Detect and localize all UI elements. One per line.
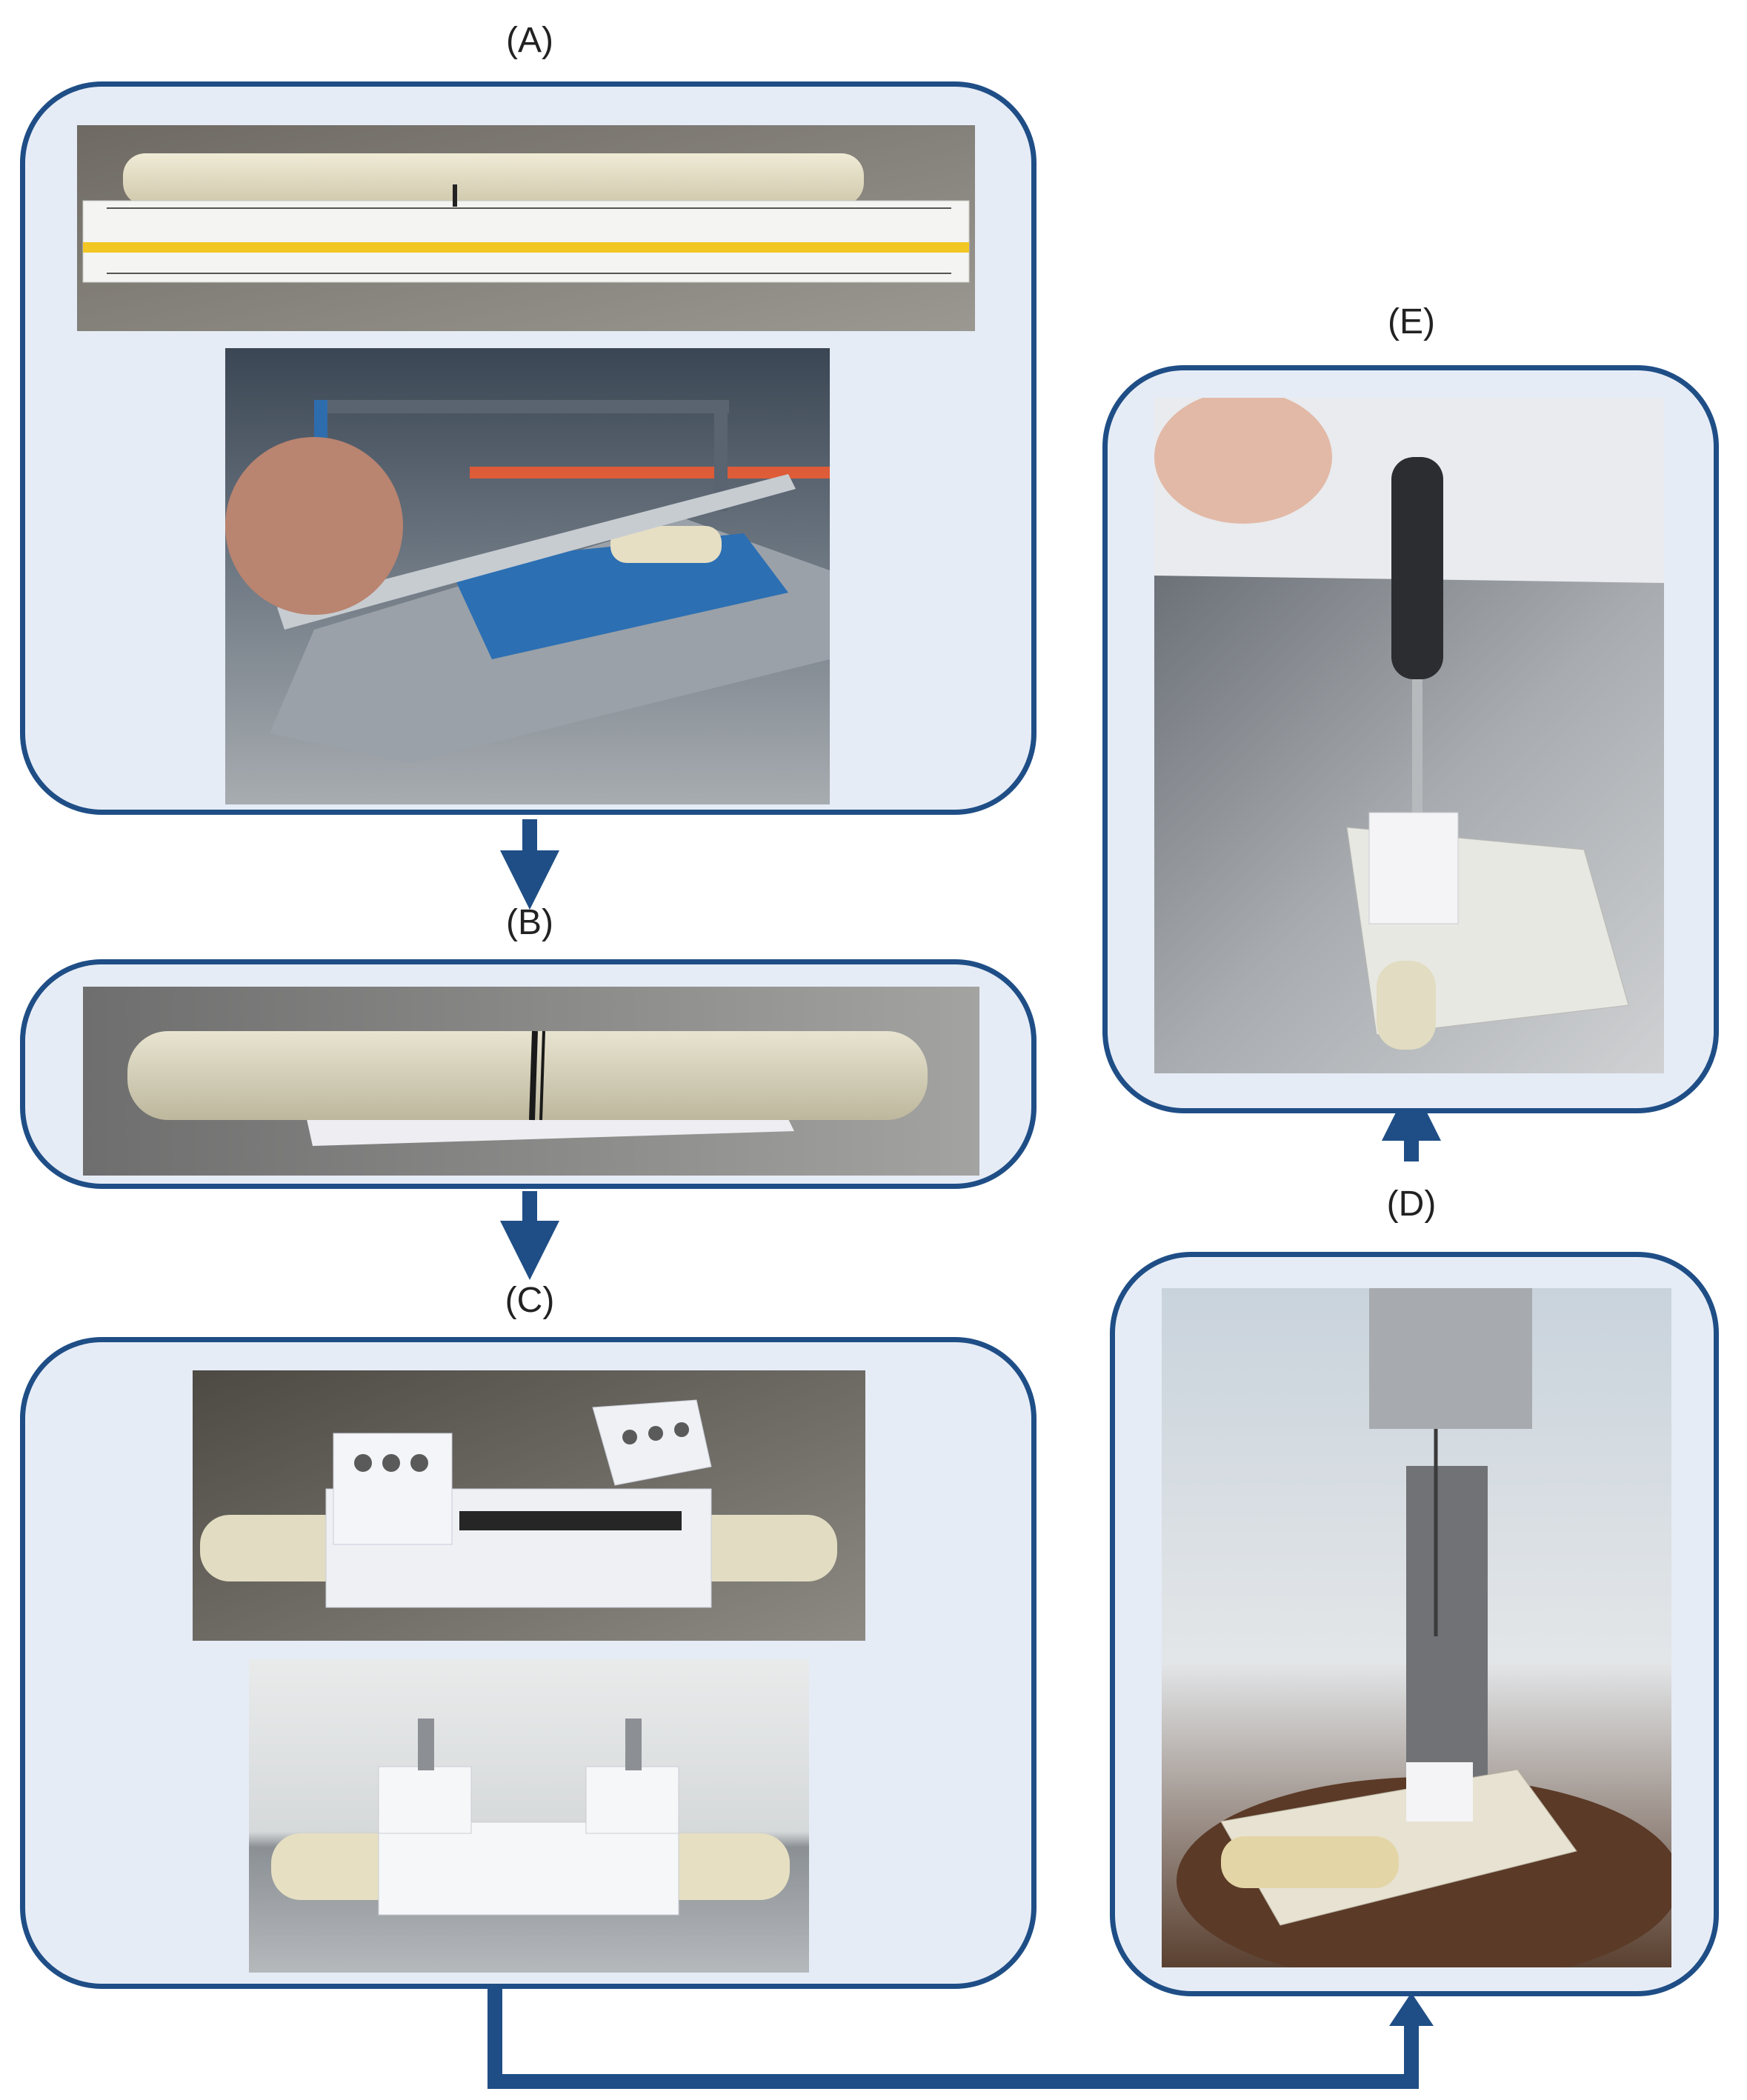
panel-a xyxy=(20,81,1036,815)
panel-c-label: (C) xyxy=(505,1281,555,1320)
connector-c-to-d xyxy=(488,1989,1419,2089)
screw-left-shape xyxy=(418,1719,434,1770)
photo-marked-pipe-on-cradle xyxy=(83,987,979,1176)
screwdriver-shaft-shape xyxy=(1412,679,1422,835)
pipe-shape xyxy=(1377,961,1436,1050)
photo-drill-press-with-vise xyxy=(1162,1288,1671,1967)
cut-pipe-shape xyxy=(610,526,722,563)
photo-jig-top-view xyxy=(193,1370,865,1641)
ruler-shape xyxy=(82,200,970,283)
saw-frame-shape xyxy=(314,400,729,413)
screwdriver-handle-shape xyxy=(1391,457,1443,679)
panel-d-label: (D) xyxy=(1386,1184,1437,1224)
panel-e xyxy=(1102,365,1719,1113)
photo-pipe-with-ruler xyxy=(77,125,975,331)
cut-mark-shape xyxy=(529,1030,538,1121)
pipe-shape xyxy=(1221,1836,1399,1888)
hand-shape xyxy=(1154,398,1332,524)
pipe-shape xyxy=(123,153,864,205)
loose-guide-block-shape xyxy=(592,1399,712,1486)
panel-a-label: (A) xyxy=(506,21,553,60)
panel-b-label: (B) xyxy=(506,903,553,942)
photo-jig-front-view xyxy=(249,1659,809,1973)
photo-screwdriver-assembly xyxy=(1154,398,1664,1073)
screw-right-shape xyxy=(625,1719,642,1770)
panel-c xyxy=(20,1337,1036,1989)
drill-head-shape xyxy=(1369,1288,1532,1429)
drill-block-shape xyxy=(333,1433,453,1545)
photo-hacksaw-cutting-pipe xyxy=(225,348,830,804)
miter-box-shape xyxy=(447,533,788,659)
hand-shape xyxy=(225,437,403,615)
template-strip-shape xyxy=(459,1511,682,1530)
panel-d xyxy=(1110,1252,1719,1996)
arrow-head-into-d xyxy=(1389,1993,1434,2026)
jig-base-shape xyxy=(378,1821,679,1916)
saw-blade-shape xyxy=(277,474,796,630)
panel-b xyxy=(20,959,1036,1189)
panel-e-label: (E) xyxy=(1388,302,1435,341)
pipe-shape xyxy=(127,1031,928,1120)
